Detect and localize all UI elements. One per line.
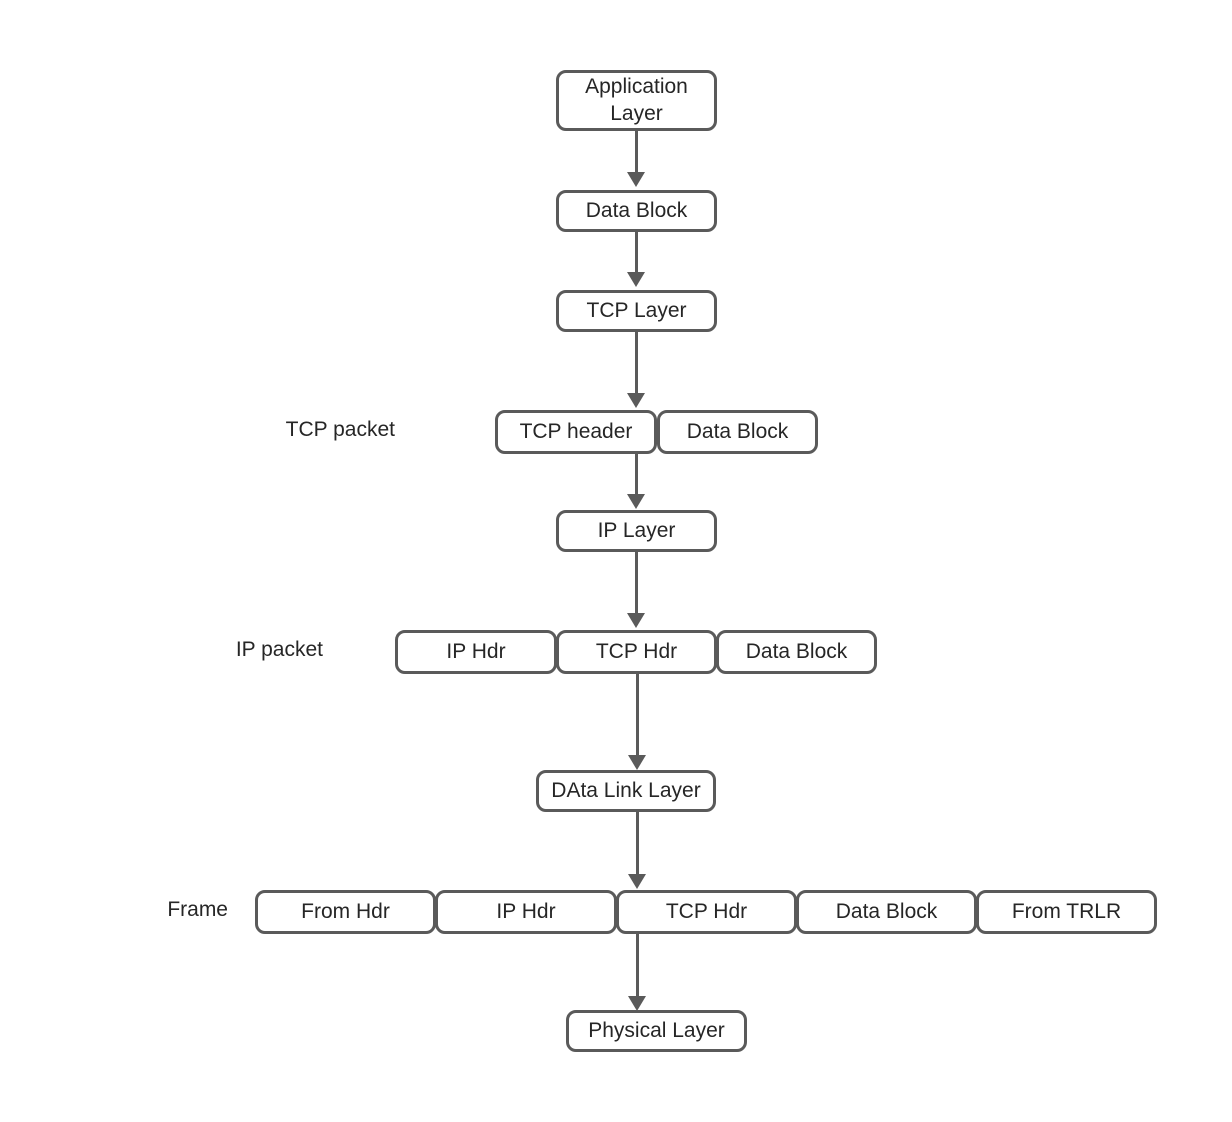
node-data-link-layer[interactable]: DAta Link Layer (536, 770, 716, 812)
row-label-frame: Frame (167, 898, 228, 921)
segment-frame-tcp-hdr[interactable]: TCP Hdr (616, 890, 797, 934)
arrowhead-datablock-to-tcp (627, 272, 645, 287)
row-label-ip-packet: IP packet (235, 638, 323, 661)
node-physical-layer[interactable]: Physical Layer (566, 1010, 747, 1052)
connector-ip-to-ippacket (635, 551, 638, 623)
segment-frame-ip-hdr[interactable]: IP Hdr (435, 890, 617, 934)
segment-frame-from-trlr[interactable]: From TRLR (976, 890, 1157, 934)
segment-frame-data-block[interactable]: Data Block (796, 890, 977, 934)
arrowhead-ip-to-ippacket (627, 613, 645, 628)
arrowhead-frame-to-physical (628, 996, 646, 1011)
node-data-block[interactable]: Data Block (556, 190, 717, 232)
connector-frame-to-physical (636, 934, 639, 1006)
segment-frame-from-hdr[interactable]: From Hdr (255, 890, 436, 934)
node-ip-layer[interactable]: IP Layer (556, 510, 717, 552)
segment-tcp-packet-data-block[interactable]: Data Block (657, 410, 818, 454)
segment-ip-hdr[interactable]: IP Hdr (395, 630, 557, 674)
connector-ippacket-to-datalink (636, 674, 639, 764)
arrowhead-datalink-to-frame (628, 874, 646, 889)
connector-datablock-to-tcp (635, 231, 638, 281)
segment-tcp-header[interactable]: TCP header (495, 410, 657, 454)
row-label-tcp-packet: TCP packet (285, 418, 395, 441)
arrowhead-ippacket-to-datalink (628, 755, 646, 770)
arrowhead-application-to-datablock (627, 172, 645, 187)
connector-tcppacket-to-ip (635, 453, 638, 503)
segment-ip-packet-data-block[interactable]: Data Block (716, 630, 877, 674)
segment-ip-packet-tcp-hdr[interactable]: TCP Hdr (556, 630, 717, 674)
node-tcp-layer[interactable]: TCP Layer (556, 290, 717, 332)
connector-tcp-to-tcppacket (635, 331, 638, 403)
node-application-layer[interactable]: Application Layer (556, 70, 717, 131)
arrowhead-tcppacket-to-ip (627, 494, 645, 509)
connector-datalink-to-frame (636, 812, 639, 884)
arrowhead-tcp-to-tcppacket (627, 393, 645, 408)
connector-application-to-datablock (635, 131, 638, 181)
